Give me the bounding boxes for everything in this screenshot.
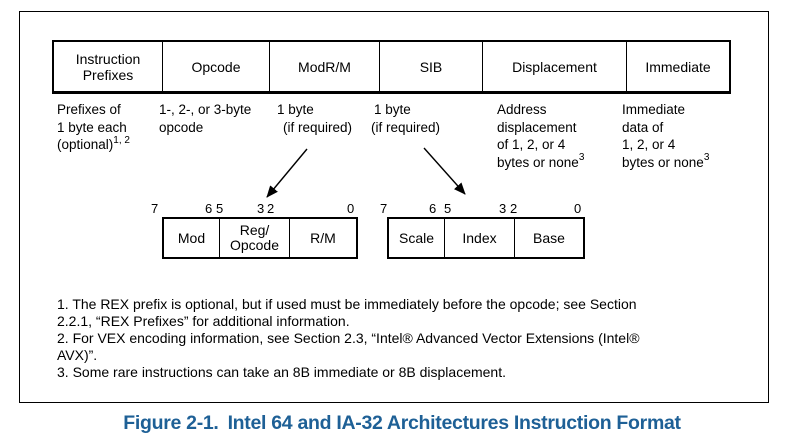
modrm-bit-label: 5 [216, 201, 224, 216]
desc-line: (optional)1, 2 [57, 134, 130, 154]
byte-field-label: Opcode [229, 237, 280, 253]
desc-line: (if required) [283, 119, 353, 135]
field-label: Opcode [191, 58, 241, 75]
sib-field-scale: Scale [389, 219, 444, 257]
byte-field-label: Mod [177, 229, 206, 246]
field-displacement: Displacement [482, 42, 626, 91]
footnote-line: 2. For VEX encoding information, see Sec… [57, 330, 640, 346]
modrm-bit-label: 6 [205, 201, 213, 216]
footnotes: 1. The REX prefix is optional, but if us… [57, 296, 757, 381]
field-sib: SIB [379, 42, 482, 91]
desc-displacement: Address displacement of 1, 2, or 4 bytes… [497, 101, 584, 171]
desc-line: bytes or none3 [622, 152, 710, 172]
footnote-line: 3. Some rare instructions can take an 8B… [57, 364, 506, 380]
field-label: Immediate [645, 58, 711, 75]
desc-line: 1 byte [277, 102, 314, 117]
modrm-bit-label: 0 [347, 201, 355, 216]
modrm-field-mod: Mod [164, 219, 219, 257]
field-modrm: ModR/M [269, 42, 379, 91]
footnote-line: AVX)”. [57, 347, 98, 363]
modrm-bit-label: 7 [151, 201, 159, 216]
footnote-line: 2.2.1, “REX Prefixes” for additional inf… [57, 313, 350, 329]
figure-caption: Figure 2-1. Intel 64 and IA-32 Architectu… [0, 412, 804, 435]
field-label: SIB [419, 58, 443, 75]
byte-field-label: Reg/ [239, 222, 270, 238]
modrm-field-rm: R/M [289, 219, 356, 257]
desc-line: 1, 2, or 4 [622, 137, 676, 152]
field-label: ModR/M [298, 58, 351, 75]
sib-bit-label: 2 [510, 201, 518, 216]
desc-line: displacement [497, 119, 577, 135]
desc-text: bytes or none [497, 154, 579, 170]
footnote-ref: 3 [578, 152, 585, 163]
sib-bit-label: 0 [574, 201, 582, 216]
desc-instruction-prefixes: Prefixes of 1 byte each (optional)1, 2 [57, 101, 130, 154]
footnote-ref: 1, 2 [113, 134, 130, 146]
modrm-byte-box: Mod Reg/ Opcode R/M [162, 217, 358, 259]
instruction-format-table: Instruction Prefixes Opcode ModR/M SIB D… [52, 40, 731, 94]
field-label: Displacement [512, 58, 597, 75]
desc-line: data of [622, 119, 664, 135]
desc-sib: 1 byte (if required) [371, 101, 440, 136]
sib-field-index: Index [444, 219, 514, 257]
desc-line: Immediate [622, 102, 686, 117]
field-instruction-prefixes: Instruction Prefixes [54, 42, 162, 91]
byte-field-label: Base [533, 229, 565, 246]
figure-caption-label: Figure 2-1. [123, 412, 219, 434]
desc-line: Address [497, 102, 547, 117]
field-label: Instruction Prefixes [75, 50, 141, 83]
desc-text: bytes or none [622, 154, 704, 170]
footnote-line: 1. The REX prefix is optional, but if us… [57, 296, 637, 312]
sib-bit-label: 6 [429, 201, 437, 216]
desc-modrm: 1 byte (if required) [277, 101, 352, 136]
desc-line: bytes or none3 [497, 152, 585, 172]
modrm-bit-label: 3 [257, 201, 265, 216]
field-immediate: Immediate [626, 42, 729, 91]
modrm-field-reg-opcode: Reg/ Opcode [219, 219, 289, 257]
desc-text: (optional) [57, 137, 114, 152]
sib-bit-label: 5 [444, 201, 452, 216]
desc-line: 1 byte [374, 102, 411, 117]
sib-field-base: Base [514, 219, 583, 257]
sib-bit-label: 7 [380, 201, 388, 216]
sib-bit-label: 3 [499, 201, 507, 216]
desc-line: 1 byte each [57, 119, 127, 135]
desc-immediate: Immediate data of 1, 2, or 4 bytes or no… [622, 101, 709, 171]
byte-field-label: R/M [310, 229, 336, 246]
byte-field-label: Scale [398, 229, 435, 246]
desc-line: Prefixes of [57, 102, 121, 117]
desc-line: (if required) [371, 119, 441, 135]
desc-line: of 1, 2, or 4 [497, 137, 566, 152]
desc-opcode: 1-, 2-, or 3-byte opcode [159, 101, 251, 136]
sib-byte-box: Scale Index Base [387, 217, 585, 259]
modrm-bit-label: 2 [267, 201, 275, 216]
field-opcode: Opcode [162, 42, 269, 91]
desc-line: opcode [159, 119, 204, 135]
byte-field-label: Index [462, 229, 497, 246]
figure-caption-title: Intel 64 and IA-32 Architectures Instruc… [227, 412, 681, 434]
footnote-ref: 3 [703, 152, 710, 163]
desc-line: 1-, 2-, or 3-byte [159, 102, 252, 117]
